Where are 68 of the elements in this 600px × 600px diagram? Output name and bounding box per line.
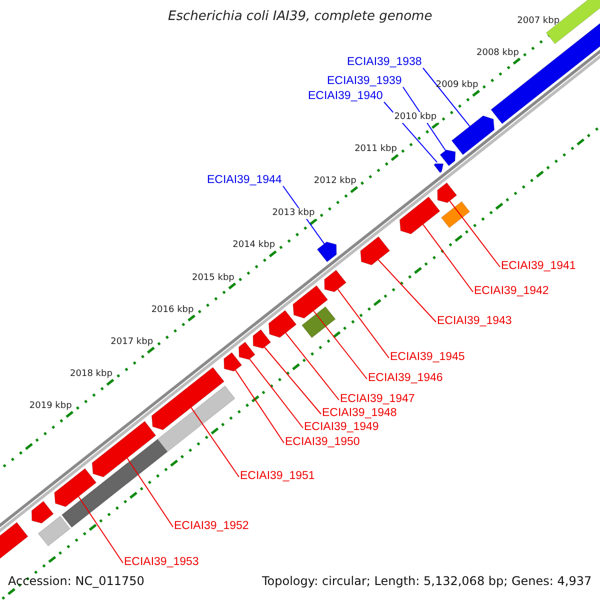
scale-label: 2010 kbp <box>393 112 438 124</box>
gene-feature <box>451 115 495 156</box>
gene-feature <box>151 366 225 430</box>
gene-label: ECIAI39_1950 <box>285 437 360 448</box>
gene-label: ECIAI39_1946 <box>368 373 443 384</box>
genome-summary-text: Topology: circular; Length: 5,132,068 bp; Genes: 4,937 <box>262 575 592 587</box>
leader-line <box>422 68 470 127</box>
gene-label: ECIAI39_1944 <box>207 175 282 186</box>
leader-line <box>78 496 124 564</box>
leader-line <box>190 407 240 478</box>
gene-label: ECIAI39_1949 <box>304 422 379 434</box>
gene-label: ECIAI39_1941 <box>501 261 576 272</box>
scale-label: 2007 kbp <box>517 16 560 26</box>
gene-bar <box>61 438 168 528</box>
scale-label: 2012 kbp <box>314 177 356 186</box>
leader-line <box>449 200 500 268</box>
gene-feature <box>224 352 242 372</box>
gene-feature <box>440 150 456 166</box>
gene-feature <box>399 196 440 234</box>
gene-label: ECIAI39_1948 <box>322 408 397 420</box>
gene-bar <box>546 0 600 44</box>
gene-feature <box>360 236 390 266</box>
gene-feature <box>31 500 54 524</box>
leader-line <box>285 332 340 400</box>
scale-label: 2013 kbp <box>271 208 316 220</box>
diagram-title: Escherichia coli IAI39, complete genome <box>168 10 432 23</box>
scale-label: 2018 kbp <box>70 370 112 379</box>
gene-bar <box>301 306 336 338</box>
scale-label: 2019 kbp <box>29 402 72 412</box>
accession-text: Accession: NC_011750 <box>8 575 144 587</box>
leader-line <box>422 224 474 292</box>
scale-label: 2016 kbp <box>151 306 194 315</box>
gene-label: ECIAI39_1942 <box>474 286 549 298</box>
gene-label: ECIAI39_1953 <box>124 557 199 568</box>
gene-feature <box>292 285 328 319</box>
gene-feature <box>238 342 256 360</box>
gene-feature <box>437 182 458 204</box>
leader-line <box>264 346 322 414</box>
leader-line <box>378 259 436 322</box>
gene-label: ECIAI39_1952 <box>174 521 249 532</box>
scale-label: 2015 kbp <box>192 274 234 283</box>
gene-bar <box>440 201 470 228</box>
gene-label: ECIAI39_1945 <box>390 352 465 364</box>
scale-label: 2017 kbp <box>110 338 154 347</box>
gene-feature <box>92 420 156 478</box>
gene-feature <box>433 163 444 174</box>
gene-bar <box>38 516 71 546</box>
leader-line <box>313 310 368 380</box>
gene-label: ECIAI39_1947 <box>340 394 415 406</box>
scale-label: 2009 kbp <box>436 80 478 90</box>
gene-feature <box>54 468 97 508</box>
gene-feature <box>252 329 272 349</box>
gene-label: ECIAI39_1939 <box>327 76 402 88</box>
gene-bar <box>157 385 236 452</box>
leader-line <box>337 288 390 358</box>
gene-label: ECIAI39_1940 <box>308 91 383 102</box>
gene-feature <box>316 242 337 262</box>
gene-label: ECIAI39_1943 <box>437 316 512 328</box>
gene-label: ECIAI39_1951 <box>240 471 315 482</box>
scale-label: 2014 kbp <box>232 241 276 250</box>
gene-label: ECIAI39_1938 <box>347 57 422 68</box>
scale-label: 2011 kbp <box>354 145 397 154</box>
gene-feature <box>324 270 347 292</box>
scale-label: 2008 kbp <box>476 48 519 58</box>
leader-line <box>249 358 304 428</box>
gene-feature <box>268 310 297 338</box>
leader-line <box>234 370 284 444</box>
leader-line <box>126 458 174 528</box>
